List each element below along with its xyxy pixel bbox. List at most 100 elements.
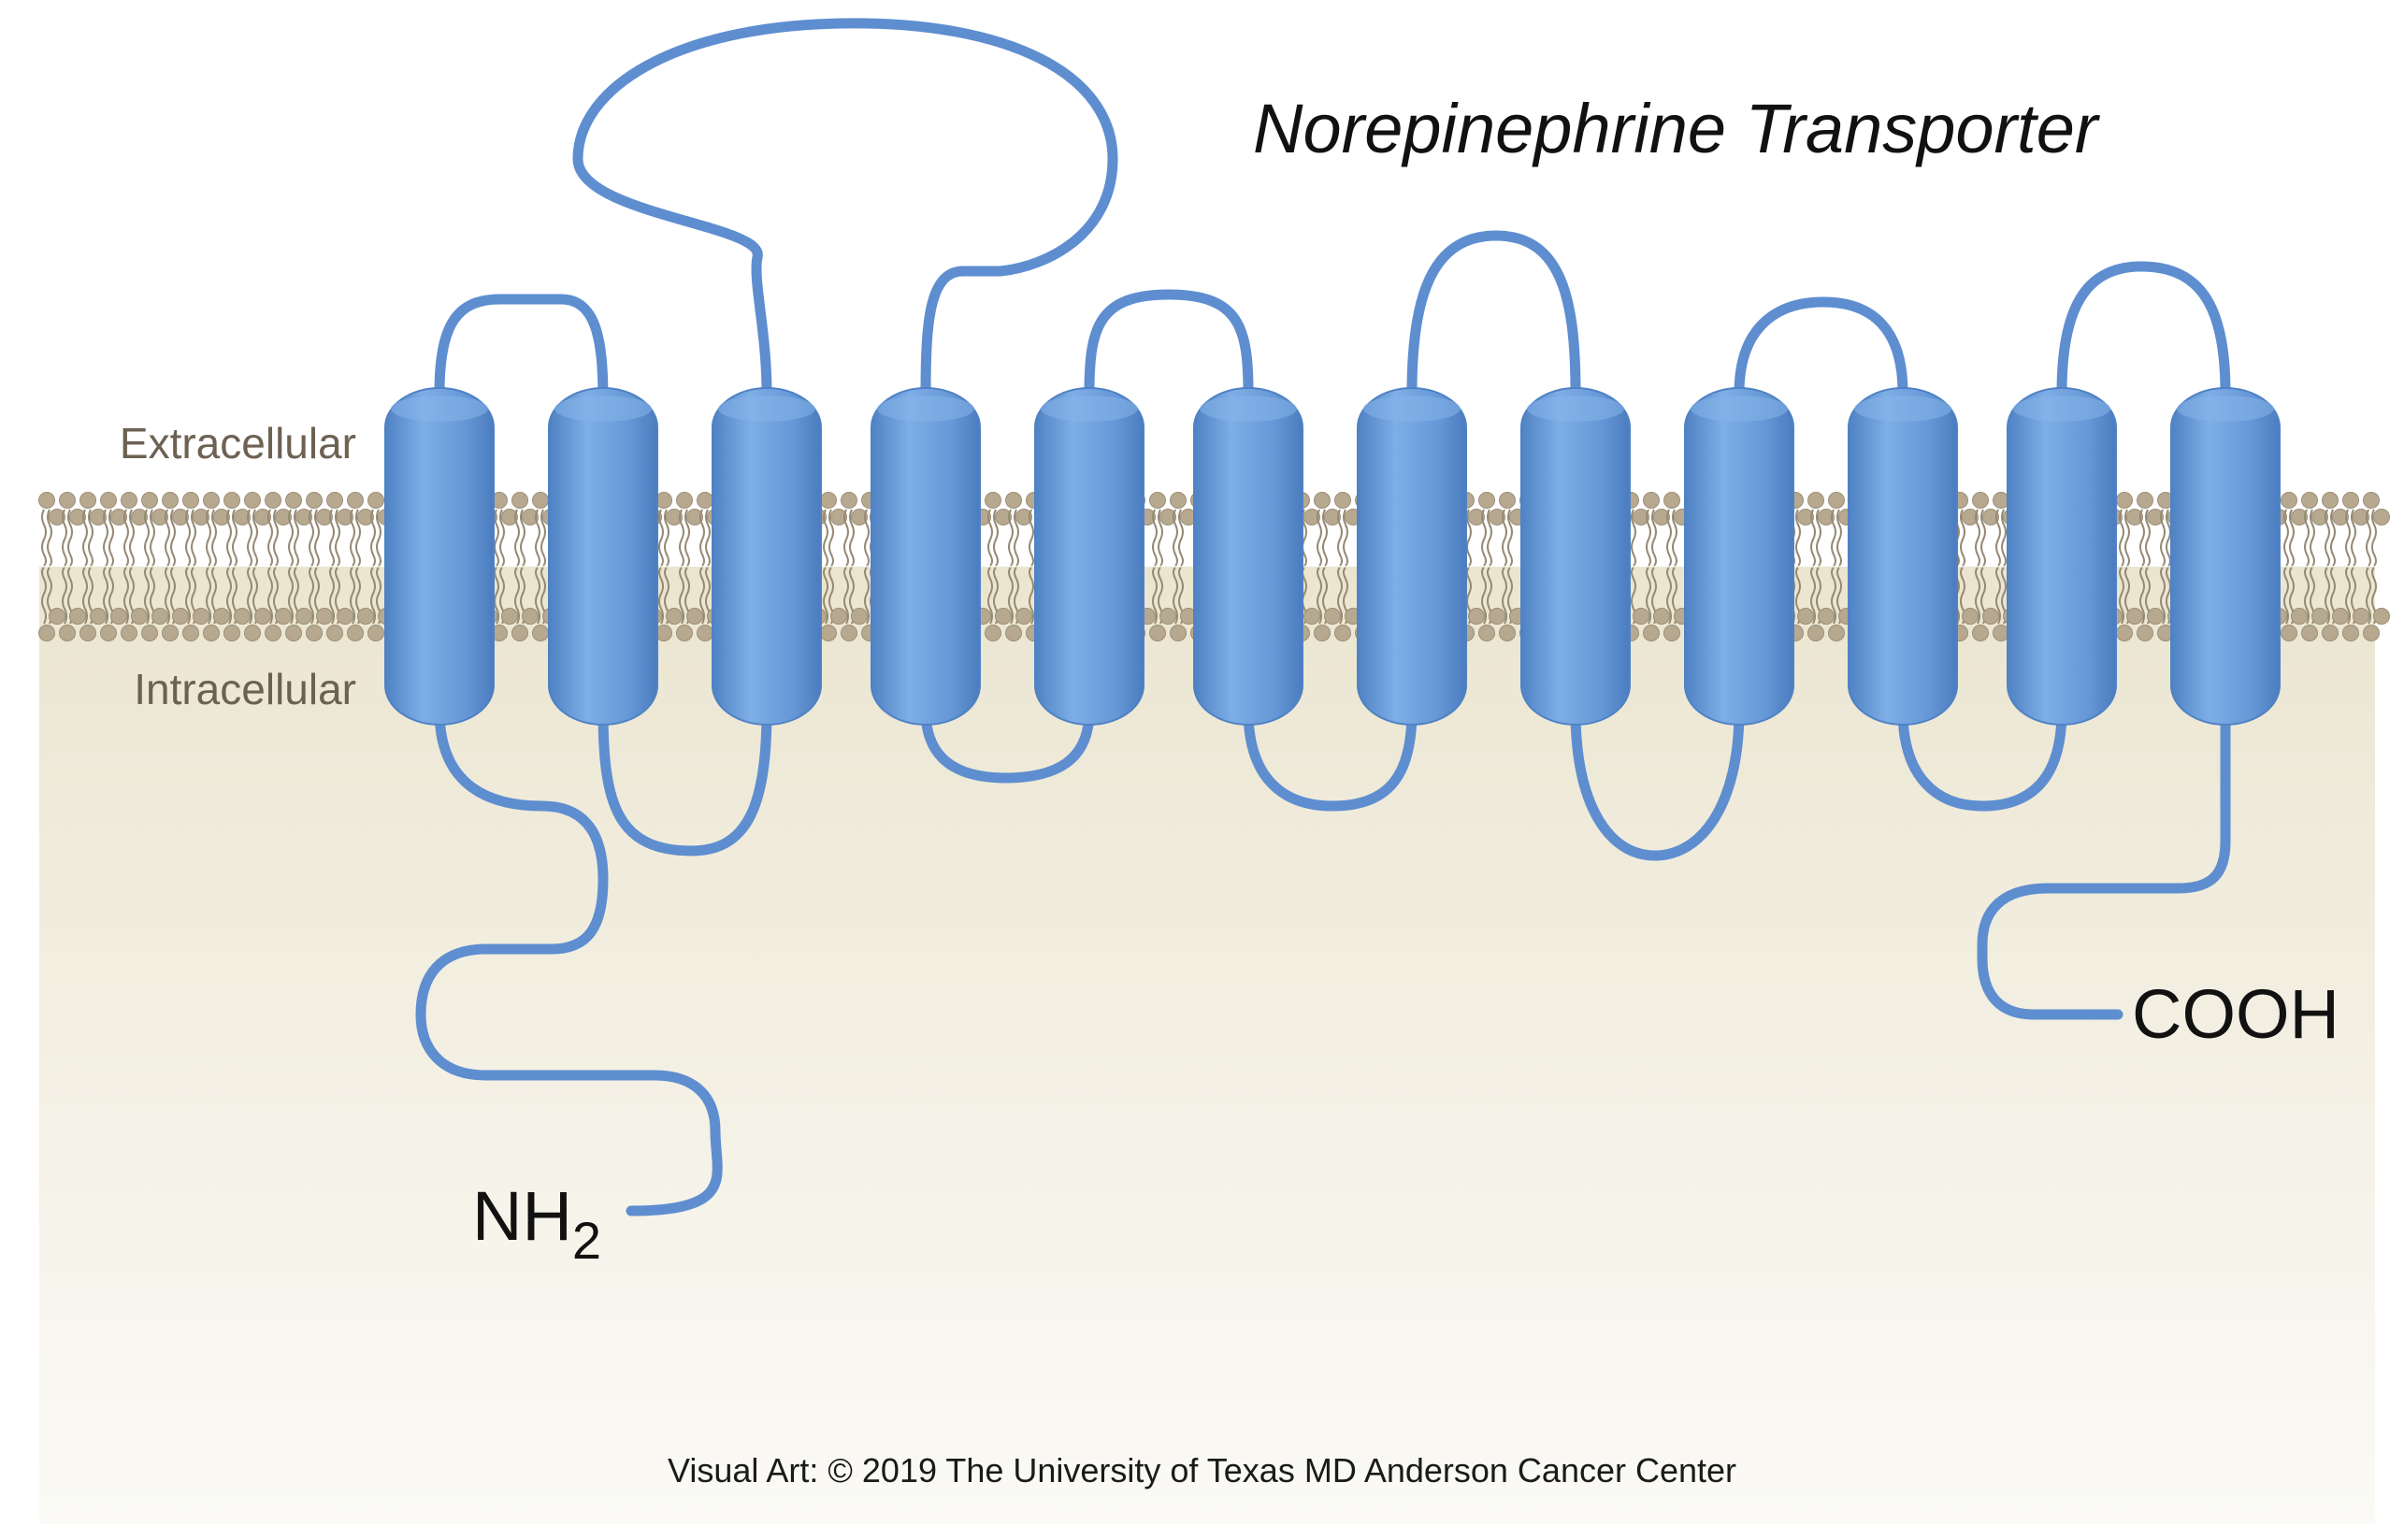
lipid-tail [165, 509, 170, 567]
lipid-head [2147, 608, 2164, 625]
lipid-head [830, 608, 847, 625]
lipid-head [1663, 492, 1680, 509]
lipid-head [2373, 509, 2390, 525]
lipid-head [182, 625, 199, 641]
lipid-head [306, 625, 323, 641]
lipid-tail [62, 567, 67, 625]
lipid-tail [843, 509, 849, 567]
lipid-head [1468, 509, 1485, 525]
lipid-tail [1029, 509, 1034, 567]
lipid-head [1797, 608, 1814, 625]
lipid-head [172, 509, 189, 525]
n-terminus-text: NH [472, 1177, 572, 1255]
lipid-tail [1158, 509, 1163, 567]
transmembrane-helix-2 [548, 387, 658, 726]
lipid-head [851, 509, 868, 525]
lipid-tail [350, 567, 355, 625]
lipid-head [275, 509, 292, 525]
lipid-tail [82, 567, 88, 625]
lipid-head [223, 625, 240, 641]
lipid-head [1478, 492, 1495, 509]
lipid-head [2353, 509, 2369, 525]
lipid-head [131, 509, 148, 525]
lipid-head [141, 625, 158, 641]
lipid-tail [41, 567, 47, 625]
lipid-tail [350, 509, 355, 567]
lipid-head [841, 492, 857, 509]
lipid-head [1818, 509, 1835, 525]
transmembrane-helix-5 [1034, 387, 1144, 726]
lipid-tail [1507, 509, 1513, 567]
lipid-tail [679, 567, 684, 625]
lipid-head [532, 492, 549, 509]
lipid-tail [144, 567, 150, 625]
lipid-head [1005, 492, 1022, 509]
lipid-head [1489, 608, 1505, 625]
lipid-head [676, 492, 693, 509]
lipid-head [337, 608, 353, 625]
lipid-tail [150, 509, 155, 567]
lipid-head [1982, 509, 1999, 525]
lipid-head [316, 608, 333, 625]
lipid-tail [1502, 509, 1507, 567]
lipid-head [38, 625, 55, 641]
lipid-tail [226, 567, 232, 625]
lipid-head [1170, 492, 1187, 509]
lipid-tail [1029, 567, 1034, 625]
lipid-head [141, 492, 158, 509]
lipid-tail [658, 567, 664, 625]
lipid-tail [309, 567, 314, 625]
lipid-head [995, 608, 1012, 625]
lipid-tail [232, 509, 238, 567]
helix-top-cap [1041, 396, 1138, 422]
lipid-head [2291, 509, 2308, 525]
lipid-head [295, 608, 312, 625]
lipid-head [265, 625, 281, 641]
lipid-tail [1672, 509, 1677, 567]
lipid-head [357, 608, 374, 625]
lipid-head [995, 509, 1012, 525]
lipid-head [820, 492, 837, 509]
lipid-tail [2366, 509, 2371, 567]
helix-top-cap [718, 396, 815, 422]
lipid-tail [2310, 509, 2315, 567]
lipid-tail [679, 509, 684, 567]
lipid-tail [191, 509, 196, 567]
lipid-tail [1646, 509, 1651, 567]
lipid-tail [355, 509, 361, 567]
lipid-head [69, 608, 86, 625]
lipid-tail [849, 509, 855, 567]
lipid-tail [165, 567, 170, 625]
lipid-tail [843, 567, 849, 625]
lipid-head [121, 492, 137, 509]
lipid-head [2332, 509, 2349, 525]
lipid-head [1159, 509, 1176, 525]
lipid-head [2342, 492, 2359, 509]
lipid-tail [329, 509, 335, 567]
lipid-head [285, 492, 302, 509]
lipid-head [254, 608, 271, 625]
lipid-head [841, 625, 857, 641]
lipid-head [337, 509, 353, 525]
lipid-tail [1631, 509, 1636, 567]
lipid-head [1334, 625, 1351, 641]
helix-top-cap [1854, 396, 1951, 422]
lipid-tail [108, 509, 114, 567]
lipid-head [1633, 509, 1649, 525]
lipid-head [2281, 492, 2297, 509]
lipid-head [59, 492, 76, 509]
lipid-head [985, 492, 1001, 509]
lipid-tail [1173, 509, 1178, 567]
lipid-tail [1466, 509, 1472, 567]
lipid-tail [1666, 567, 1672, 625]
lipid-tail [144, 509, 150, 567]
lipid-tail [2351, 509, 2356, 567]
transmembrane-helix-7 [1357, 387, 1467, 726]
lipid-tail [1995, 567, 2001, 625]
lipid-head [1993, 625, 2009, 641]
lipid-head [316, 509, 333, 525]
n-terminus-subscript: 2 [571, 1211, 602, 1270]
lipid-head [532, 625, 549, 641]
lipid-head [1797, 509, 1814, 525]
lipid-tail [494, 509, 499, 567]
